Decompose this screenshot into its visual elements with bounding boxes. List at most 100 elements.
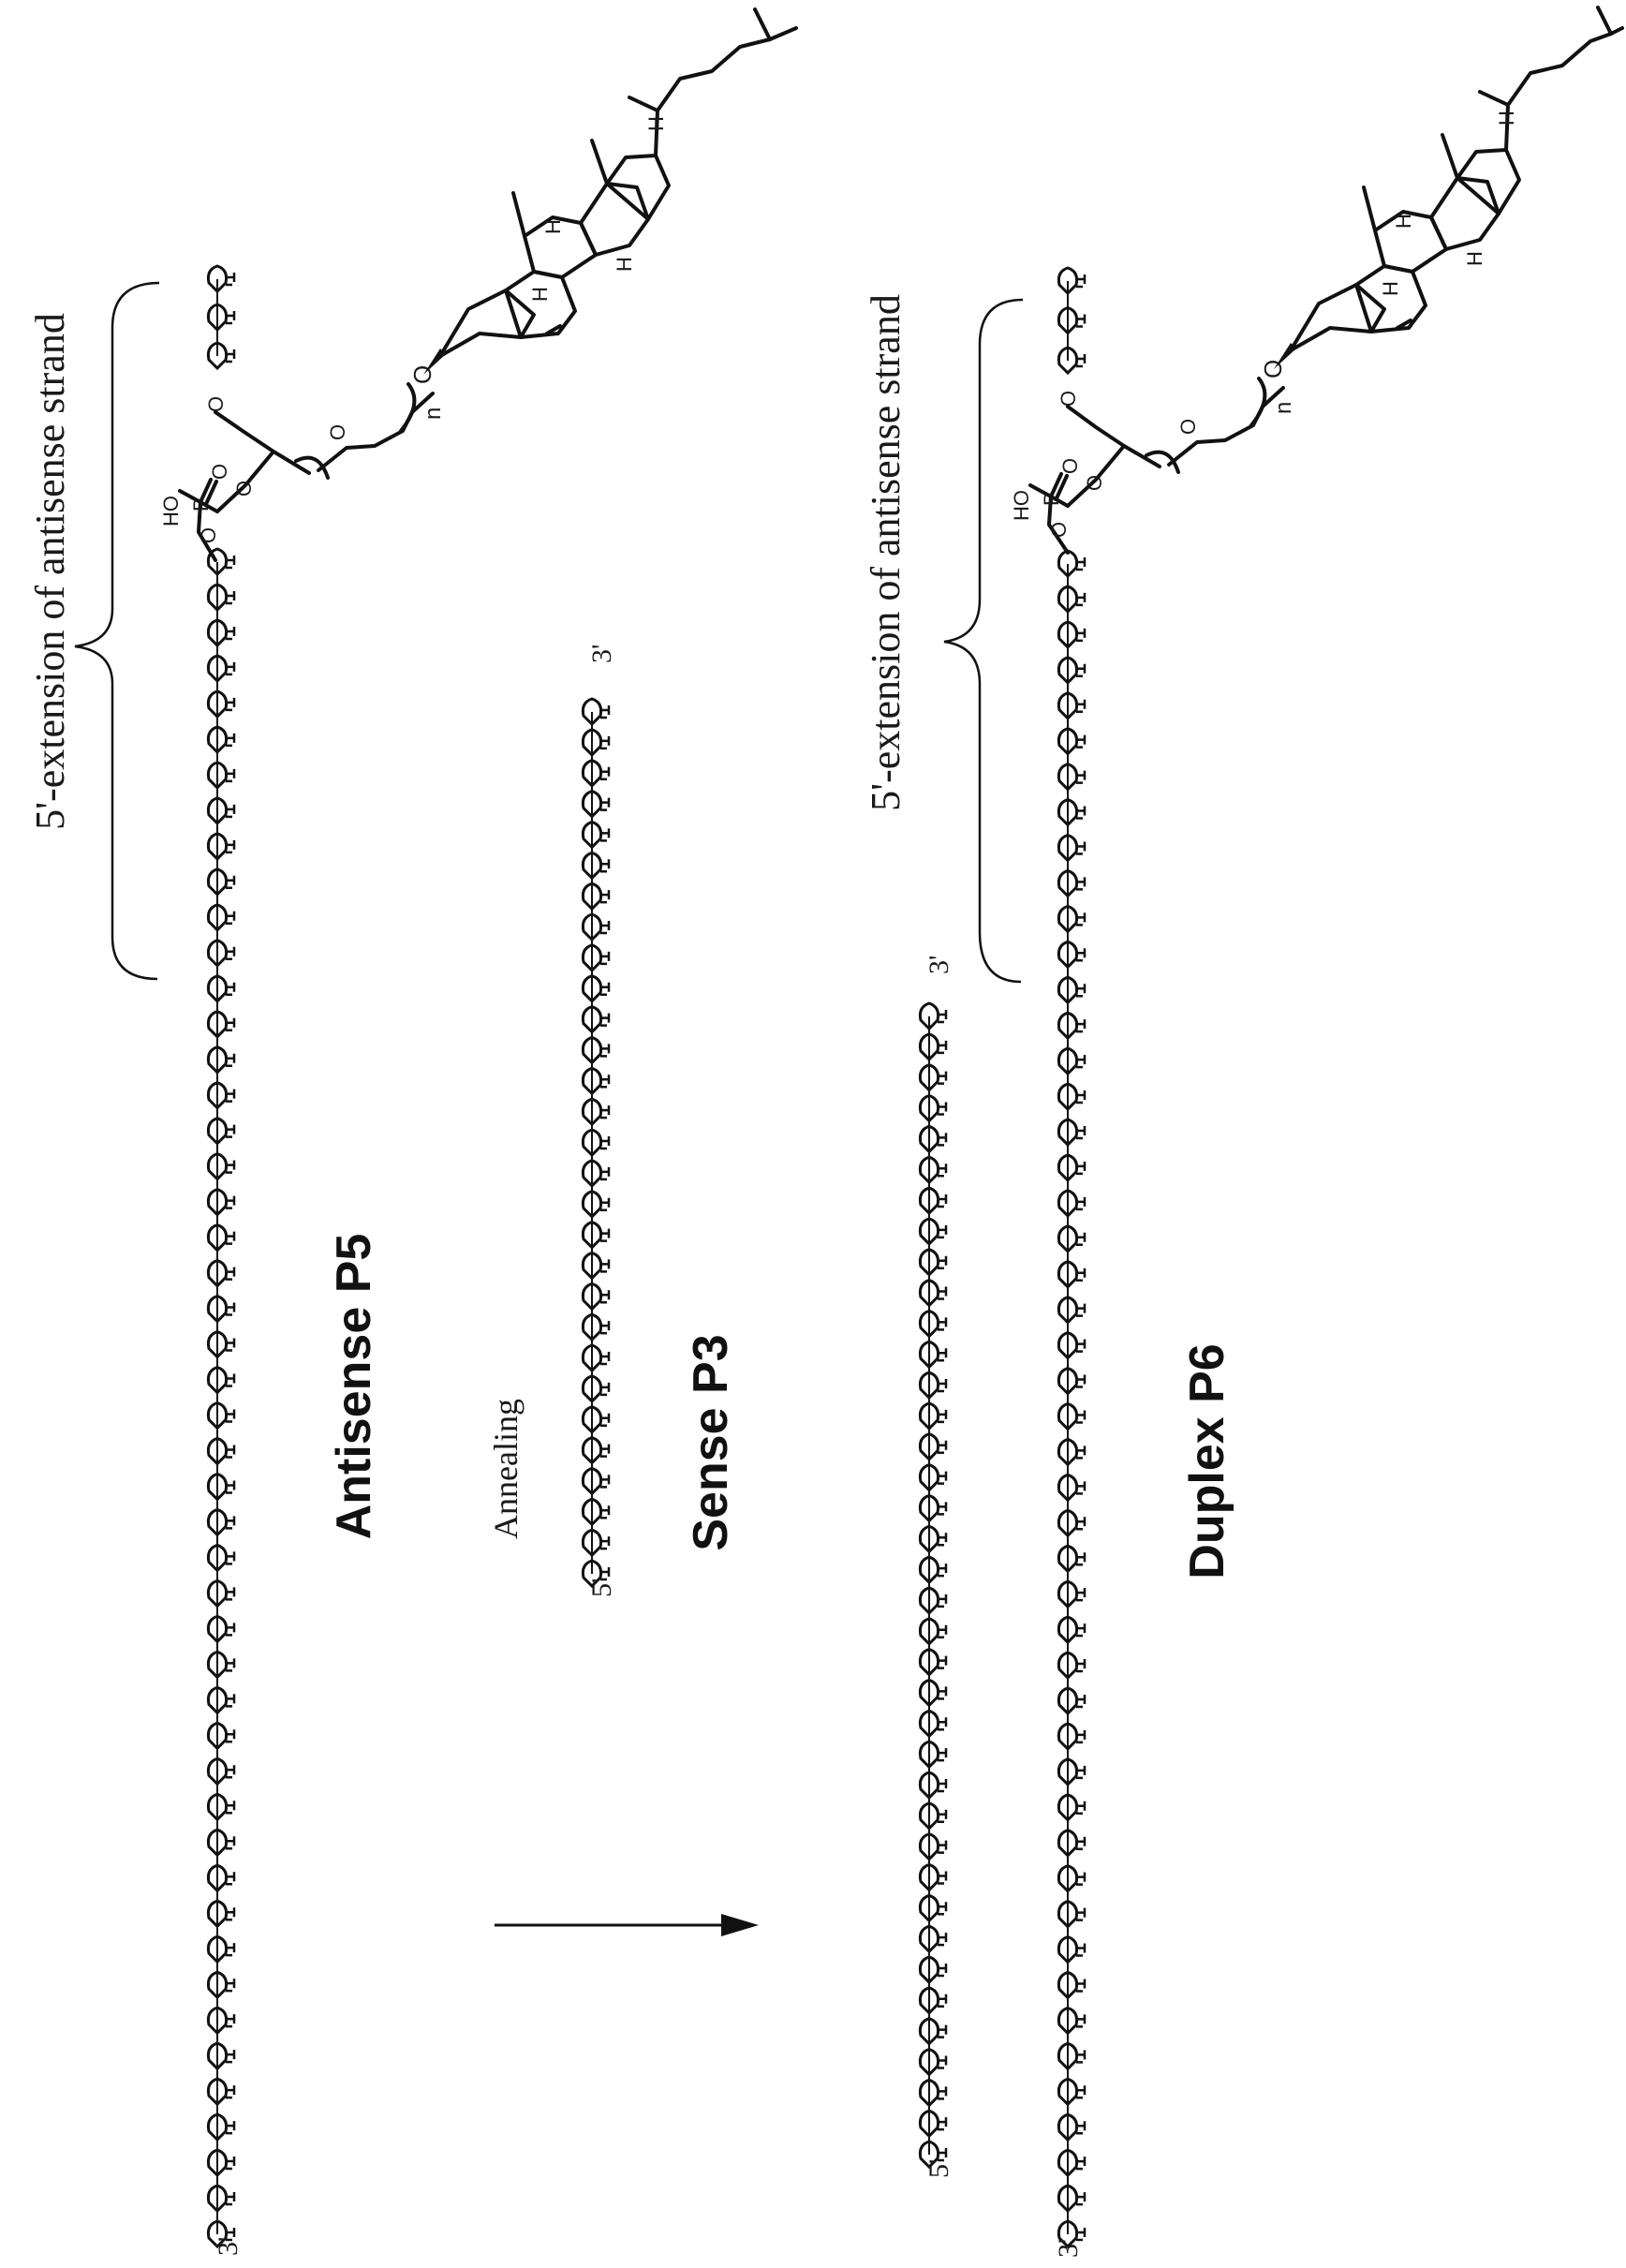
phosphate-ho-label-top: HO [159, 496, 183, 526]
duplex-antisense-nucleotide-unit [1058, 729, 1085, 754]
antisense-nucleotide-unit [208, 1190, 234, 1215]
steroid-h4-label-top: H [644, 116, 668, 131]
antisense-nucleotide-unit [208, 1368, 234, 1393]
duplex-antisense-nucleotide-unit [1058, 1369, 1085, 1394]
antisense-nucleotide-unit [208, 1580, 234, 1606]
sense-p3-strand [583, 699, 609, 1586]
duplex-antisense-nucleotide-unit [1058, 1831, 1085, 1856]
sense-nucleotide-unit [583, 1099, 609, 1124]
sense-p3-5prime-label: 5' [586, 1579, 617, 1597]
duplex-sense-nucleotide-unit [920, 1126, 946, 1151]
antisense-nucleotide-unit [208, 1438, 234, 1463]
duplex-antisense-nucleotide-unit [1058, 2186, 1085, 2211]
reaction-arrow [495, 1914, 759, 1936]
duplex-antisense-nucleotide-unit [1058, 1617, 1085, 1642]
phosphate-p-label-top: P [189, 497, 213, 511]
duplex-sense-nucleotide-unit [920, 1034, 946, 1060]
sense-nucleotide-unit [583, 1438, 609, 1463]
duplex-antisense-nucleotide-unit [1058, 906, 1085, 931]
antisense-nucleotide-unit [208, 1297, 234, 1322]
duplex-antisense-nucleotide-unit [1058, 1403, 1085, 1429]
sense-nucleotide-unit [583, 730, 609, 755]
antisense-nucleotide-unit [208, 834, 234, 859]
sense-nucleotide-unit [583, 1068, 609, 1093]
steroid-h1-label-bottom: H [1379, 281, 1402, 296]
sense-nucleotide-unit [583, 914, 609, 940]
antisense-p5-strand [208, 549, 234, 2246]
antisense-p5-linker-tail [208, 266, 234, 368]
antisense-nucleotide-unit [208, 2186, 234, 2211]
antisense-nucleotide-unit [208, 1083, 234, 1108]
duplex-sense-nucleotide-unit [920, 2111, 946, 2136]
sense-nucleotide-unit [583, 1253, 609, 1278]
antisense-nucleotide-unit [208, 1830, 234, 1855]
sense-nucleotide-unit [583, 1530, 609, 1555]
duplex-sense-strand [920, 1003, 946, 2167]
duplex-antisense-nucleotide-unit [1058, 1297, 1085, 1323]
ester-o-label-top: O [197, 527, 220, 543]
sense-nucleotide-unit [583, 1223, 609, 1248]
duplex-antisense-nucleotide-unit [1058, 1013, 1085, 1038]
phosphate-o-label-top: O [208, 464, 231, 480]
duplex-linker-nucleotide-unit [1058, 348, 1085, 373]
duplex-sense-nucleotide-unit [920, 1957, 946, 1982]
antisense-nucleotide-unit [208, 976, 234, 1001]
peg-n-label-top: n [421, 408, 446, 420]
duplex-antisense-nucleotide-unit [1058, 622, 1085, 647]
cholesterol-peg-conjugate-bottom: HO P O O O O O n O H H H H [1010, 7, 1622, 553]
duplex-antisense-nucleotide-unit [1058, 800, 1085, 825]
sense-p3-title: Sense P3 [684, 1334, 738, 1550]
steroid-h3-label-bottom: H [1463, 251, 1486, 266]
duplex-sense-nucleotide-unit [920, 2080, 946, 2105]
antisense-nucleotide-unit [208, 1794, 234, 1819]
duplex-antisense-nucleotide-unit [1058, 2043, 1085, 2068]
steroid-h1-label-top: H [528, 287, 552, 302]
duplex-sense-nucleotide-unit [920, 1465, 946, 1490]
duplex-sense-nucleotide-unit [920, 1403, 946, 1429]
antisense-nucleotide-unit [208, 1012, 234, 1037]
sense-nucleotide-unit [583, 1037, 609, 1062]
extension-brace-top [75, 283, 159, 979]
duplex-sense-nucleotide-unit [920, 1680, 946, 1705]
duplex-antisense-nucleotide-unit [1058, 1510, 1085, 1535]
antisense-nucleotide-unit [208, 585, 234, 610]
duplex-sense-nucleotide-unit [920, 1096, 946, 1121]
antisense-nucleotide-unit [208, 1332, 234, 1357]
duplex-p6-title: Duplex P6 [1180, 1343, 1234, 1579]
duplex-sense-nucleotide-unit [920, 1803, 946, 1829]
sense-nucleotide-unit [583, 822, 609, 847]
sense-nucleotide-unit [583, 792, 609, 817]
duplex-sense-nucleotide-unit [920, 2019, 946, 2044]
duplex-antisense-nucleotide-unit [1058, 1084, 1085, 1109]
sense-nucleotide-unit [583, 1376, 609, 1401]
duplex-antisense-nucleotide-unit [1058, 551, 1085, 576]
linker-nucleotide-unit [208, 304, 234, 330]
linker-nucleotide-unit [208, 343, 234, 368]
antisense-nucleotide-unit [208, 1261, 234, 1286]
duplex-antisense-nucleotide-unit [1058, 1439, 1085, 1464]
duplex-sense-nucleotide-unit [920, 1711, 946, 1736]
antisense-nucleotide-unit [208, 1687, 234, 1712]
duplex-antisense-nucleotide-unit [1058, 2114, 1085, 2140]
duplex-sense-nucleotide-unit [920, 1834, 946, 1860]
duplex-sense-nucleotide-unit [920, 1557, 946, 1582]
steroid-h3-label-top: H [613, 257, 636, 272]
sense-nucleotide-unit [583, 761, 609, 786]
sense-nucleotide-unit [583, 1130, 609, 1155]
sense-nucleotide-unit [583, 1161, 609, 1186]
duplex-antisense-nucleotide-unit [1058, 1048, 1085, 1074]
annealing-label: Annealing [487, 1399, 525, 1539]
duplex-sense-nucleotide-unit [920, 1372, 946, 1398]
antisense-nucleotide-unit [208, 1652, 234, 1677]
antisense-nucleotide-unit [208, 1972, 234, 1997]
antisense-nucleotide-unit [208, 1225, 234, 1251]
duplex-sense-nucleotide-unit [920, 2049, 946, 2074]
glycerol-o2-label-top: O [204, 396, 228, 412]
duplex-sense-nucleotide-unit [920, 1742, 946, 1767]
duplex-sense-3prime-label: 3' [924, 956, 954, 974]
antisense-nucleotide-unit [208, 2043, 234, 2068]
duplex-sense-nucleotide-unit [920, 1342, 946, 1367]
cholesterol-peg-conjugate-top: HO P O O O O O n O H H H H [159, 9, 796, 560]
peg-o-label-bottom: O [1176, 419, 1200, 435]
duplex-antisense-nucleotide-unit [1058, 1759, 1085, 1785]
